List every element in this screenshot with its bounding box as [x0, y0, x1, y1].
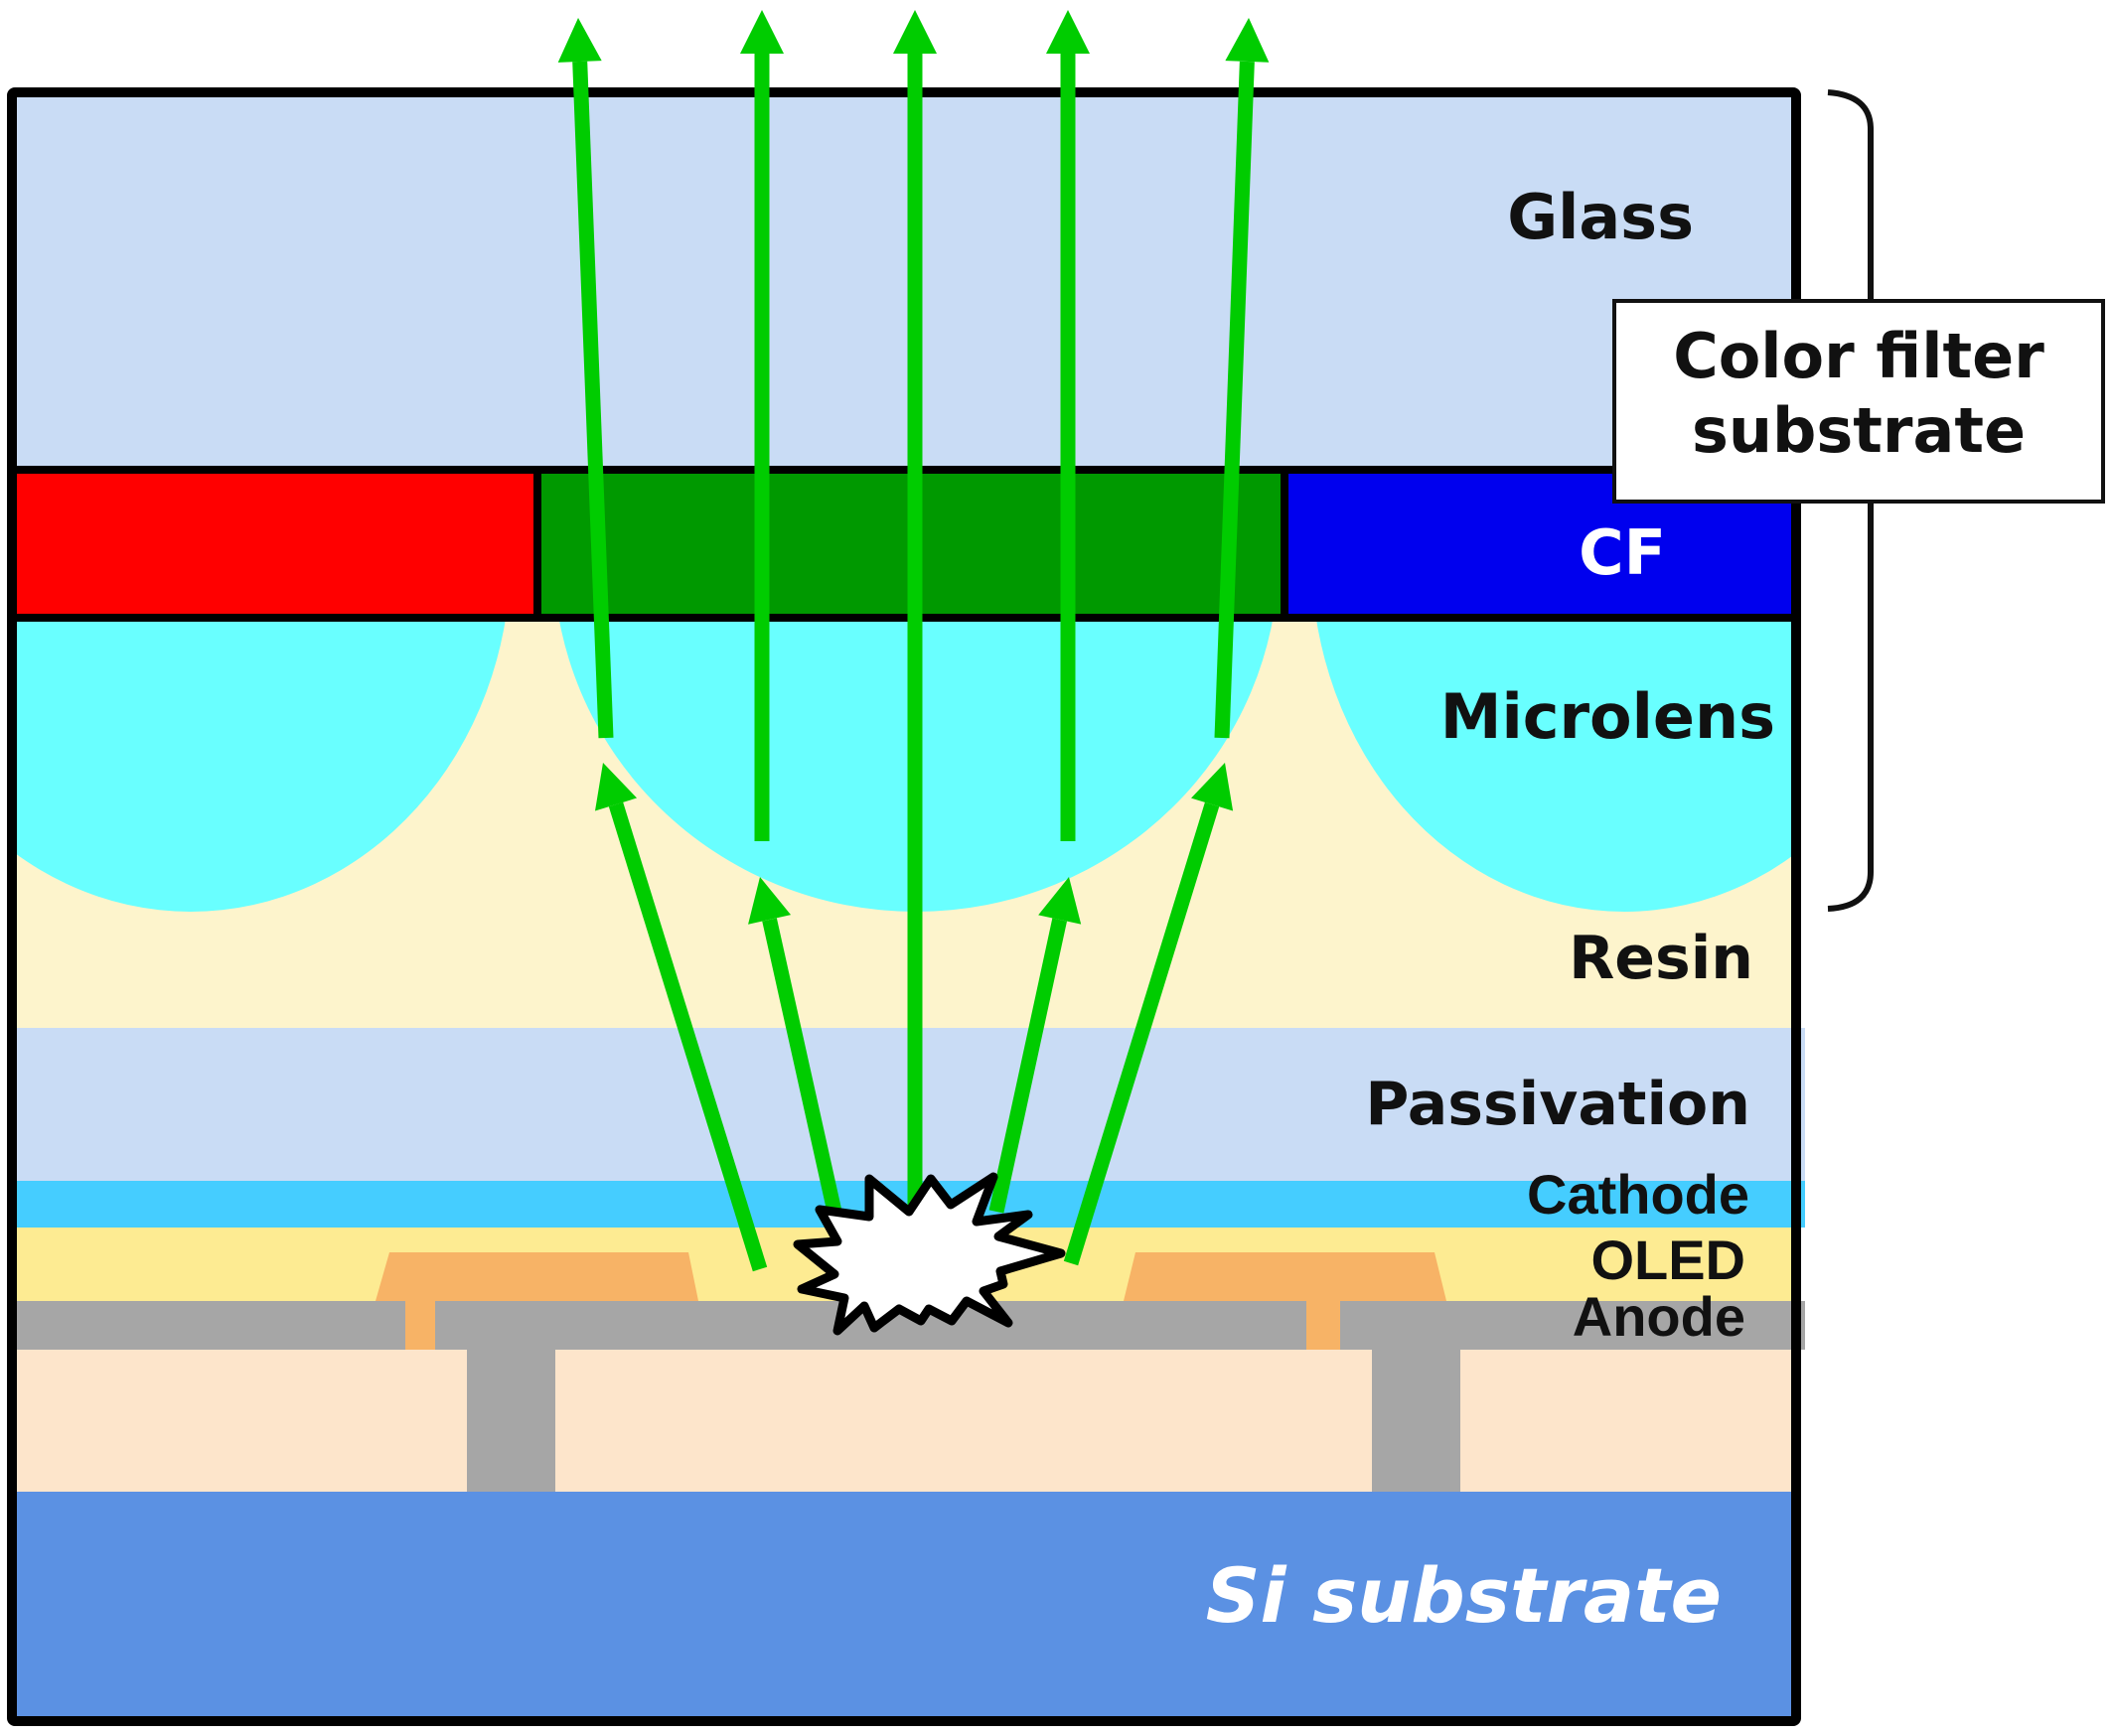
ray-1-lower-shaft — [608, 801, 768, 1272]
anode-segment-3 — [1340, 1301, 1805, 1350]
ray-2-lower-shaft — [762, 918, 842, 1214]
ray-4-upper-head — [1046, 10, 1090, 54]
ray-1-upper — [557, 18, 614, 739]
label-si-substrate: Si substrate — [1206, 1551, 1722, 1640]
ray-5-lower-shaft — [1063, 801, 1220, 1266]
callout-box — [1612, 299, 2105, 504]
ray-1-lower-head — [595, 763, 638, 811]
ray-2-lower — [748, 877, 842, 1214]
via-right — [1372, 1349, 1460, 1493]
glass-layer — [12, 92, 1796, 470]
si-substrate-layer — [12, 1492, 1796, 1720]
bank-right — [1124, 1252, 1446, 1301]
anode-segment-1 — [12, 1301, 405, 1350]
label-microlens: Microlens — [1440, 680, 1775, 753]
microlens-right — [1315, 618, 1796, 912]
starburst-icon — [793, 1172, 1066, 1336]
via-left — [467, 1349, 555, 1493]
bank-contact-left — [405, 1301, 435, 1350]
ray-5-upper-head — [1225, 18, 1270, 63]
ray-5-lower-head — [1191, 763, 1234, 811]
interlayer-dielectric — [12, 1349, 1796, 1493]
ray-4-lower-head — [1038, 877, 1082, 925]
microlens-left — [12, 618, 507, 912]
ray-4-lower — [988, 877, 1082, 1214]
label-cf: CF — [1579, 516, 1666, 589]
label-anode: Anode — [1573, 1285, 1745, 1348]
label-glass: Glass — [1507, 181, 1694, 253]
ray-1-upper-head — [557, 18, 602, 63]
ray-3 — [893, 10, 937, 1231]
outer-frame — [7, 87, 1801, 1726]
light-rays — [557, 10, 1270, 1272]
label-cathode: Cathode — [1527, 1163, 1749, 1226]
callout-line-2: substrate — [1692, 394, 2026, 467]
ray-2-upper-head — [740, 10, 784, 54]
ray-5-upper — [1214, 18, 1270, 739]
bank-contact-right — [1306, 1301, 1340, 1350]
label-oled: OLED — [1590, 1229, 1745, 1291]
label-resin: Resin — [1569, 924, 1753, 993]
ray-2-upper — [740, 10, 784, 841]
ray-2-lower-head — [748, 877, 792, 925]
callout-line-1: Color filter — [1673, 320, 2044, 392]
ray-5-lower — [1063, 763, 1234, 1266]
label-passivation: Passivation — [1365, 1070, 1750, 1139]
ray-1-upper-shaft — [572, 61, 614, 739]
ray-5-upper-shaft — [1214, 61, 1255, 739]
ray-1-lower — [595, 763, 768, 1272]
microlens-array — [12, 618, 1796, 912]
ray-4-upper — [1046, 10, 1090, 841]
color-filter-red — [12, 470, 537, 618]
ray-3-head — [893, 10, 937, 54]
color-filter-borders — [12, 466, 1796, 622]
ray-4-lower-shaft — [988, 918, 1068, 1214]
bank-left — [376, 1252, 698, 1301]
